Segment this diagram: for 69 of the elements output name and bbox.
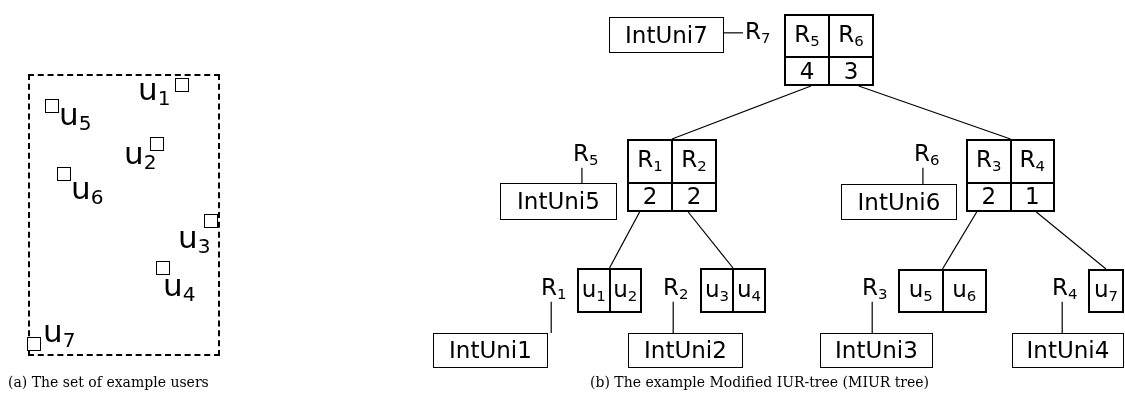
region-label: R$_{7}$ [745, 20, 771, 46]
tree-edge [687, 211, 734, 269]
leader-line [581, 167, 583, 184]
label-box: IntUni4 [1012, 333, 1124, 368]
user-label: u$_{2}$ [124, 138, 157, 173]
user-cell: u$_{2}$ [609, 269, 641, 312]
region-label: R$_{2}$ [663, 276, 689, 302]
label-box: IntUni3 [820, 333, 933, 368]
user-point-marker [150, 137, 164, 151]
user-cell: u$_{7}$ [1089, 270, 1123, 312]
tree-node [784, 14, 874, 86]
label-box: IntUni7 [609, 17, 724, 53]
count-cell: 2 [628, 182, 672, 211]
tree-edge [608, 211, 641, 269]
region-label: R$_{5}$ [573, 142, 599, 168]
user-label: u$_{3}$ [178, 222, 211, 257]
user-cell: u$_{6}$ [942, 270, 986, 312]
entry-cell: R$_{1}$ [628, 140, 672, 183]
count-cell: 2 [672, 182, 716, 211]
user-label: u$_{6}$ [71, 173, 104, 208]
tree-node [700, 268, 766, 313]
user-point-marker [156, 261, 170, 275]
leader-line [1061, 301, 1063, 334]
leader-line [550, 301, 552, 334]
tree-node [898, 269, 987, 313]
user-cell: u$_{3}$ [701, 269, 733, 312]
entry-cell: R$_{2}$ [672, 140, 716, 183]
user-label: u$_{1}$ [138, 74, 171, 109]
user-point-marker [27, 337, 41, 351]
user-cell: u$_{5}$ [899, 270, 943, 312]
label-box: IntUni6 [841, 184, 957, 220]
label-box: IntUni1 [433, 333, 548, 368]
entry-cell: R$_{3}$ [967, 140, 1011, 183]
entry-cell: R$_{5}$ [785, 15, 829, 57]
region-label: R$_{6}$ [914, 142, 940, 168]
count-cell: 1 [1010, 182, 1054, 211]
user-cell: u$_{1}$ [578, 269, 610, 312]
leader-line [871, 301, 873, 334]
tree-edge [671, 85, 812, 140]
count-cell: 4 [785, 57, 829, 85]
leader-line [672, 301, 674, 334]
user-label: u$_{4}$ [163, 270, 196, 305]
tree-edge [941, 211, 978, 270]
caption: (b) The example Modified IUR-tree (MIUR tree) [590, 374, 930, 390]
tree-edge [1035, 211, 1107, 270]
label-box: IntUni2 [628, 333, 743, 368]
user-label: u$_{7}$ [43, 316, 76, 351]
leader-line [922, 167, 924, 185]
user-point-marker [57, 167, 71, 181]
entry-cell: R$_{6}$ [829, 15, 873, 57]
tree-node [966, 139, 1055, 212]
user-label: u$_{5}$ [59, 99, 92, 134]
dashed-region-frame [28, 74, 220, 356]
tree-node [627, 139, 717, 212]
count-cell: 2 [967, 182, 1011, 211]
caption: (a) The set of example users [8, 374, 209, 390]
region-label: R$_{4}$ [1052, 276, 1078, 302]
user-point-marker [45, 99, 59, 113]
region-label: R$_{1}$ [541, 276, 567, 302]
region-label: R$_{3}$ [862, 276, 888, 302]
tree-edge [858, 85, 1012, 140]
count-cell: 3 [829, 57, 873, 85]
tree-node [577, 268, 642, 313]
entry-cell: R$_{4}$ [1010, 140, 1054, 183]
user-cell: u$_{4}$ [733, 269, 765, 312]
leader-line [723, 32, 744, 34]
user-point-marker [175, 78, 189, 92]
label-box: IntUni5 [500, 183, 617, 220]
user-point-marker [204, 214, 218, 228]
